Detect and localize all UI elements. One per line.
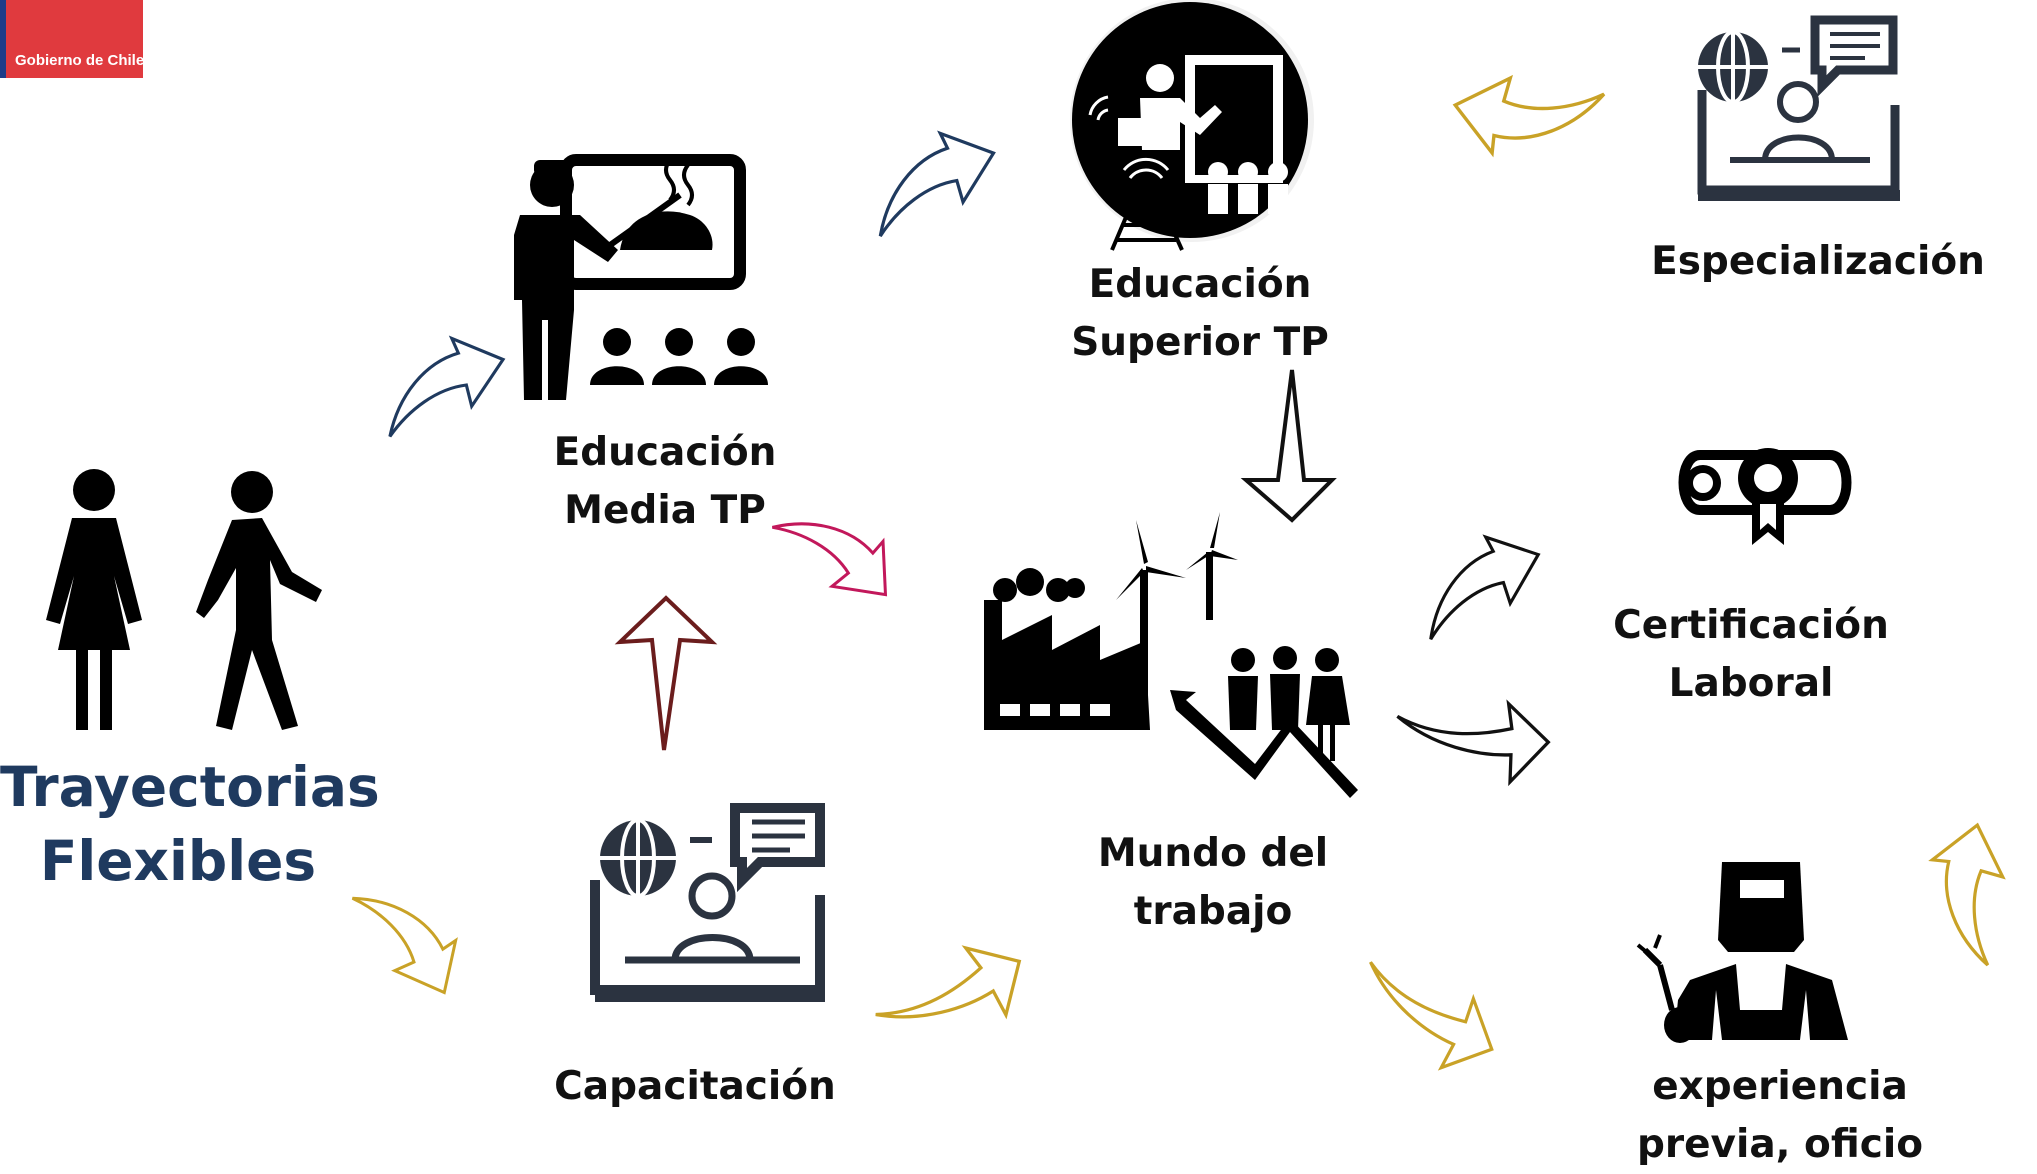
walking-man-icon <box>196 471 322 730</box>
title-line2: Flexibles <box>39 829 317 893</box>
label-line: Certificación <box>1613 603 1889 648</box>
arrow-mundo-to-certificacion-up <box>1408 524 1554 641</box>
arrow-capacitacion-to-media <box>614 595 718 751</box>
diagram-title: Trayectorias Flexibles <box>0 750 380 898</box>
label-line: experiencia <box>1652 1064 1908 1109</box>
logo-text: Gobierno de Chile <box>15 52 145 69</box>
arrow-to-educacion-superior <box>860 121 1008 238</box>
arrow-capacitacion-to-mundo <box>866 927 1041 1071</box>
factory-wind-icon <box>984 512 1358 798</box>
label-educacion-superior: Educación Superior TP <box>1060 256 1340 372</box>
arrow-to-capacitacion <box>350 868 473 1013</box>
arrow-experiencia-to-certificacion <box>1903 813 2034 967</box>
label-line: Superior TP <box>1071 320 1329 365</box>
teacher-chef-icon <box>514 154 768 400</box>
label-experiencia: experiencia previa, oficio <box>1620 1058 1940 1174</box>
arrow-to-educacion-media <box>373 328 515 439</box>
label-line: Media TP <box>564 488 766 533</box>
label-line: Especialización <box>1651 239 1985 284</box>
arrow-especializacion-to-superior <box>1442 45 1606 184</box>
gobierno-logo: Gobierno de Chile <box>0 0 145 78</box>
elearning-laptop-icon-2 <box>1697 15 1900 201</box>
diploma-icon <box>1678 448 1852 545</box>
label-line: Educación <box>1088 262 1312 307</box>
label-line: previa, oficio <box>1636 1122 1924 1167</box>
arrow-mundo-to-experiencia <box>1340 946 1511 1087</box>
label-line: Capacitación <box>554 1064 836 1109</box>
elearning-laptop-icon <box>590 803 825 1002</box>
arrow-superior-to-mundo <box>1240 369 1337 523</box>
online-teacher-icon <box>1070 0 1314 251</box>
welder-icon <box>1636 862 1848 1043</box>
label-certificacion: Certificación Laboral <box>1606 597 1896 713</box>
label-line: Educación <box>553 430 777 475</box>
label-mundo-trabajo: Mundo del trabajo <box>1080 825 1346 941</box>
label-line: Laboral <box>1668 661 1834 706</box>
woman-icon <box>46 469 142 730</box>
label-especializacion: Especialización <box>1648 233 1988 291</box>
label-line: trabajo <box>1133 889 1293 934</box>
label-line: Mundo del <box>1097 831 1329 876</box>
label-educacion-media: Educación Media TP <box>530 424 800 540</box>
title-line1: Trayectorias <box>0 755 380 819</box>
label-capacitacion: Capacitación <box>540 1058 850 1116</box>
arrow-mundo-to-certificacion <box>1393 698 1552 785</box>
